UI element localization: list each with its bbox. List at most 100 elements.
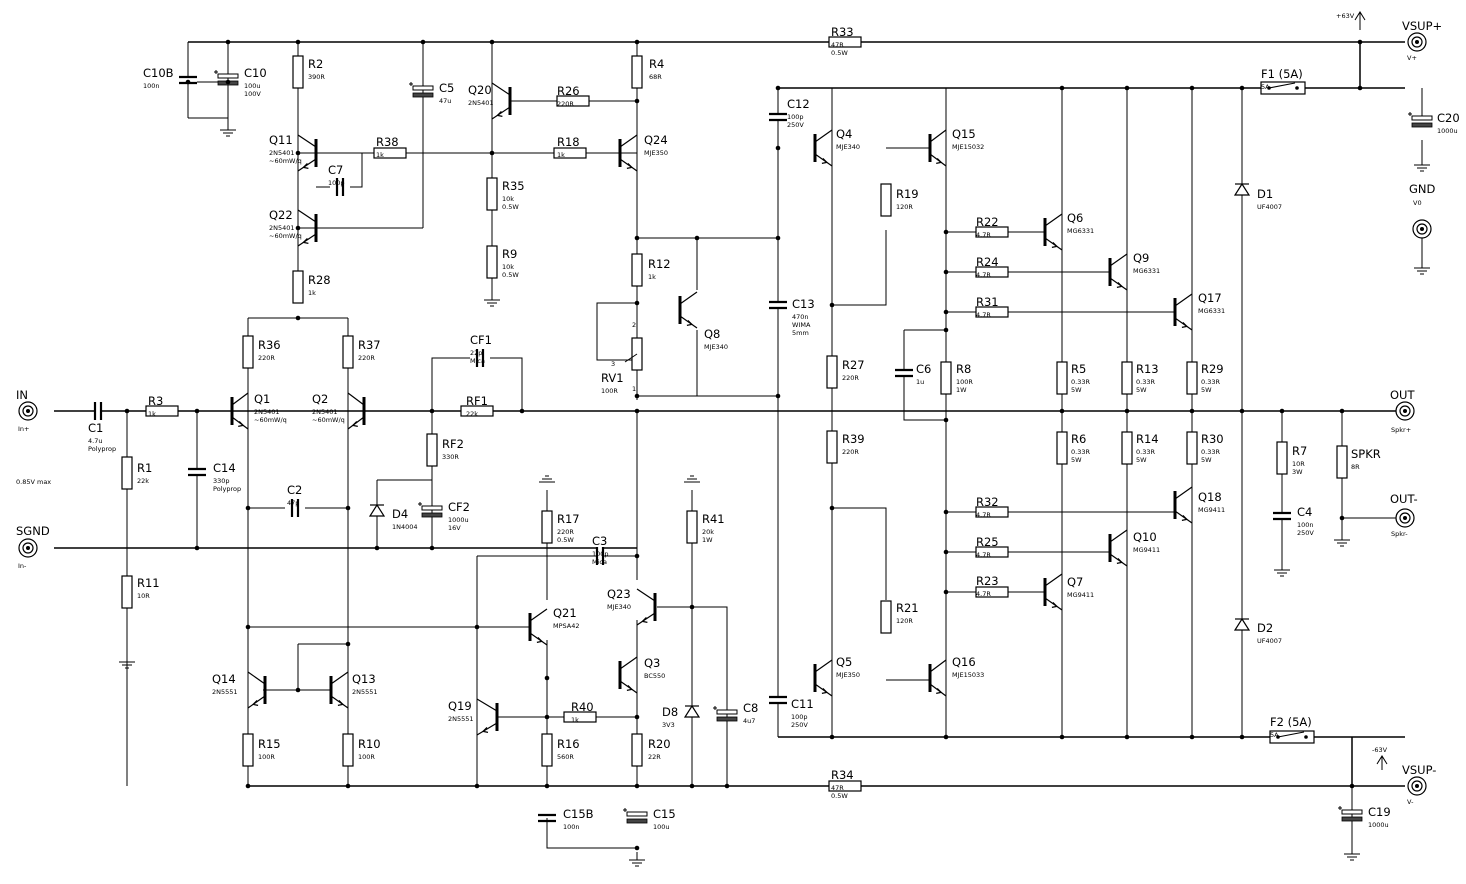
- resistor-r29: [1186, 361, 1198, 395]
- resistor-r17: [541, 510, 553, 544]
- value2-c4: 250V: [1297, 529, 1314, 537]
- capacitor-c3: [595, 547, 605, 565]
- transistor-q4: [813, 129, 833, 167]
- ref-r22: R22: [976, 215, 999, 229]
- value-r10: 100R: [358, 753, 375, 761]
- transistor-q19: [476, 698, 499, 736]
- junction-dot: [634, 235, 640, 241]
- value-c1: 4.7u: [88, 437, 102, 445]
- ref-d4: D4: [392, 507, 408, 521]
- junction-dot: [420, 39, 426, 45]
- junction-dot: [1349, 783, 1355, 789]
- value-q13: 2N5551: [352, 688, 378, 696]
- junction-dot: [943, 549, 949, 555]
- junction-dot: [245, 783, 251, 789]
- junction-dot: [429, 408, 435, 414]
- value2-r34: 0.5W: [831, 792, 848, 800]
- resistor-r39: [826, 430, 838, 464]
- ref-r16: R16: [557, 737, 580, 751]
- ref-f1: F1 (5A): [1261, 67, 1303, 81]
- junction-dot: [775, 85, 781, 91]
- junction-dot: [544, 714, 550, 720]
- transistor-q11: [297, 134, 318, 172]
- junction-dot: [1239, 734, 1245, 740]
- resistor-r31: [975, 306, 1009, 318]
- value-q7: MG9411: [1067, 591, 1094, 599]
- value-r26: 220R: [557, 100, 574, 108]
- value-d4: 1N4004: [392, 523, 418, 531]
- transistor-q20: [491, 82, 512, 120]
- ground-symbol: [220, 122, 236, 137]
- value2-c12: 250V: [787, 121, 804, 129]
- ref-c14: C14: [213, 461, 236, 475]
- ref-q7: Q7: [1067, 575, 1083, 589]
- value-f1: 5A: [1261, 83, 1270, 91]
- ground-symbol: [684, 475, 700, 483]
- transistor-q24: [618, 134, 638, 172]
- capacitor-c6: [895, 368, 913, 378]
- value-r9: 10k: [502, 263, 514, 271]
- resistor-r13: [1121, 361, 1133, 395]
- components: [18, 11, 1433, 867]
- junction-dot: [634, 553, 640, 559]
- junction-dot: [489, 39, 495, 45]
- ref-r38: R38: [376, 135, 399, 149]
- value-q9: MG6331: [1133, 267, 1160, 275]
- junction-dot: [634, 845, 640, 851]
- junction-dot: [1124, 734, 1130, 740]
- value-q14: 2N5551: [212, 688, 238, 696]
- value-r2: 390R: [308, 73, 325, 81]
- ref-q10: Q10: [1133, 530, 1157, 544]
- value2-r6: 5W: [1071, 456, 1082, 464]
- junction-dot: [474, 624, 480, 630]
- electrolytic-c5: [409, 82, 434, 98]
- value-c5: 47u: [439, 97, 451, 105]
- port-sgnd-sub: In-: [18, 562, 27, 570]
- ref-c10b: C10B: [143, 66, 174, 80]
- junction-dot: [295, 315, 301, 321]
- value-q10: MG9411: [1133, 546, 1160, 554]
- ground-symbol: [119, 654, 135, 669]
- junction-dot: [634, 783, 640, 789]
- value-q3: BC550: [644, 672, 665, 680]
- port-vsup-neg: [1407, 776, 1427, 796]
- resistor-r27: [826, 355, 838, 389]
- ref-spkr: SPKR: [1351, 447, 1381, 461]
- resistor-r28: [292, 270, 304, 304]
- transistor-q1: [230, 392, 249, 430]
- potentiometer-rv1: [624, 337, 643, 371]
- resistor-r23: [975, 586, 1009, 598]
- ref-r7: R7: [1292, 444, 1307, 458]
- junction-dot: [943, 229, 949, 235]
- resistor-r12: [631, 253, 643, 287]
- value-d1: UF4007: [1257, 203, 1282, 211]
- diode-d1: [1233, 182, 1251, 196]
- resistor-r21: [880, 600, 892, 634]
- resistor-r3: [145, 405, 179, 417]
- value-r37: 220R: [358, 354, 375, 362]
- ref-r15: R15: [258, 737, 281, 751]
- value-r18: 1k: [557, 151, 565, 159]
- resistor-r34: [828, 780, 862, 792]
- junction-dot: [295, 39, 301, 45]
- ref-r26: R26: [557, 84, 580, 98]
- port-sgnd-label: SGND: [16, 524, 50, 538]
- junction-dot: [345, 783, 351, 789]
- resistor-r36: [242, 335, 254, 369]
- junction-dot: [245, 505, 251, 511]
- resistor-r4: [631, 55, 643, 89]
- ref-r23: R23: [976, 574, 999, 588]
- resistor-r18: [553, 147, 587, 159]
- resistor-rf1: [460, 405, 494, 417]
- ref-q9: Q9: [1133, 251, 1149, 265]
- value3-c13: 5mm: [792, 329, 809, 337]
- value-r38: 1k: [376, 151, 384, 159]
- junction-dot: [225, 39, 231, 45]
- ref-r3: R3: [148, 394, 163, 408]
- ref-rf1: RF1: [466, 394, 488, 408]
- ref-q17: Q17: [1198, 291, 1222, 305]
- junction-dot: [829, 734, 835, 740]
- value-r35: 10k: [502, 195, 514, 203]
- labels: C10B100nC10100u100VR2390RC547uQ202N5401R…: [16, 12, 1460, 831]
- junction-dot: [634, 714, 640, 720]
